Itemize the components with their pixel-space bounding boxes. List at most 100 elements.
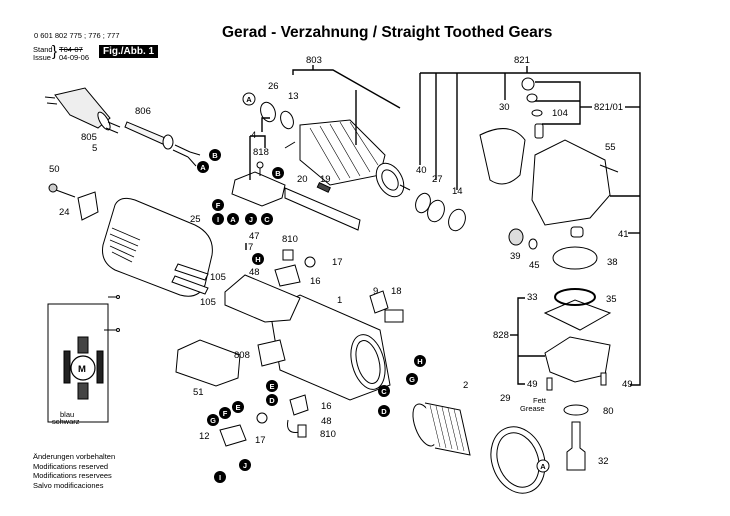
cord-clip-part (48, 183, 99, 221)
power-plug-part (44, 87, 121, 134)
label-45: 45 (529, 260, 540, 271)
svg-text:A: A (540, 462, 546, 471)
issue-value: 04-09-06 (59, 53, 90, 62)
part-numbers: 0 601 802 775 ; 776 ; 777 (34, 31, 120, 40)
label-25: 25 (190, 214, 201, 225)
screw-55-part (599, 164, 619, 173)
label-80: 80 (603, 406, 614, 417)
label-55: 55 (605, 142, 616, 153)
svg-text:I: I (219, 473, 221, 482)
bearing-flange-part (544, 336, 611, 383)
svg-text:J: J (249, 215, 253, 224)
bearing-26-part (260, 101, 276, 123)
label-26: 26 (268, 81, 279, 92)
part-labels: 803 821 821/01 806 805 5 26 13 4 818 50 … (49, 55, 633, 467)
electronic-module-part (175, 339, 241, 387)
cable-sleeve-part (124, 121, 201, 167)
switch-button-18-part (384, 309, 404, 323)
svg-text:D: D (381, 407, 387, 416)
ref-c2: C (378, 385, 390, 397)
ref-e2: E (232, 401, 244, 413)
label-14: 14 (452, 186, 463, 197)
label-32: 32 (598, 456, 609, 467)
gear-housing-part (531, 139, 611, 226)
svg-text:C: C (381, 387, 387, 396)
svg-text:A: A (246, 95, 252, 104)
armature-part (284, 119, 411, 198)
stand-issue-values: T04-07 04-09-06 (59, 46, 89, 62)
screw-49a-part (546, 377, 553, 391)
screw-49b-part (600, 372, 607, 386)
note-de: Änderungen vorbehalten (33, 452, 116, 461)
wire-schwarz-label: schwarz (52, 417, 80, 426)
svg-text:D: D (269, 396, 275, 405)
svg-text:B: B (275, 169, 281, 178)
bearing-14-part (448, 208, 466, 232)
label-16a: 16 (310, 276, 321, 287)
label-41: 41 (618, 229, 629, 240)
label-7: 7 (248, 242, 253, 253)
label-808: 808 (234, 350, 250, 361)
lock-button-part (521, 77, 535, 91)
label-17b: 17 (255, 435, 266, 446)
ref-b2: B (272, 167, 284, 179)
capacitor-12-part (219, 424, 247, 447)
field-housing-part (102, 197, 213, 297)
label-806: 806 (135, 106, 151, 117)
ref-g2: G (406, 373, 418, 385)
label-38: 38 (607, 257, 618, 268)
ref-d1: D (266, 394, 278, 406)
ref-j2: J (239, 459, 251, 471)
figure-badge: Fig./Abb. 1 (99, 45, 159, 58)
label-12: 12 (199, 431, 210, 442)
svg-text:A: A (200, 163, 206, 172)
label-49a: 49 (527, 379, 538, 390)
label-51: 51 (193, 387, 204, 398)
svg-text:G: G (210, 416, 216, 425)
switch-rod-part (284, 181, 361, 231)
ref-g1: G (207, 414, 219, 426)
bracket-lines (245, 65, 641, 386)
ref-j1: J (245, 213, 257, 225)
label-810b: 810 (320, 429, 336, 440)
spindle-part (566, 421, 586, 471)
ref-a4: A (536, 459, 550, 473)
label-2: 2 (463, 380, 468, 391)
label-grease: Grease (520, 404, 545, 413)
label-805: 805 (81, 132, 97, 143)
needle-bearing-part (528, 238, 538, 250)
brush-holder-16b-part (289, 394, 309, 416)
bearing-13-part (280, 110, 294, 130)
label-821: 821 (514, 55, 530, 66)
label-50: 50 (49, 164, 60, 175)
label-105b: 105 (200, 297, 216, 308)
label-29: 29 (500, 393, 511, 404)
svg-text:C: C (264, 215, 270, 224)
pinion-part (508, 228, 524, 246)
note-fr: Modifications reservees (33, 471, 112, 480)
brush-holder-16a-part (274, 264, 301, 287)
o-ring-104-part (531, 109, 543, 117)
svg-text:B: B (212, 151, 218, 160)
ref-c1: C (261, 213, 273, 225)
field-coil-part (412, 402, 471, 456)
ref-a3: A (227, 213, 239, 225)
label-20: 20 (297, 174, 308, 185)
label-fett: Fett (533, 396, 547, 405)
svg-text:E: E (269, 382, 274, 391)
svg-text:H: H (417, 357, 422, 366)
svg-text:A: A (230, 215, 236, 224)
label-33: 33 (527, 292, 538, 303)
stand-issue-labels: Stand Issue (33, 46, 53, 62)
brush-spring-17b-part (256, 412, 268, 424)
connection-refs: A B A B F I A J C H E G F E D I J H G C … (197, 92, 550, 483)
label-24: 24 (59, 207, 70, 218)
ref-e1: E (266, 380, 278, 392)
ref-i1: I (212, 213, 224, 225)
label-13: 13 (288, 91, 299, 102)
svg-text:J: J (243, 461, 247, 470)
label-48b: 48 (321, 416, 332, 427)
motor-symbol: M (78, 364, 86, 375)
wire-blau-label: blau (60, 410, 74, 419)
